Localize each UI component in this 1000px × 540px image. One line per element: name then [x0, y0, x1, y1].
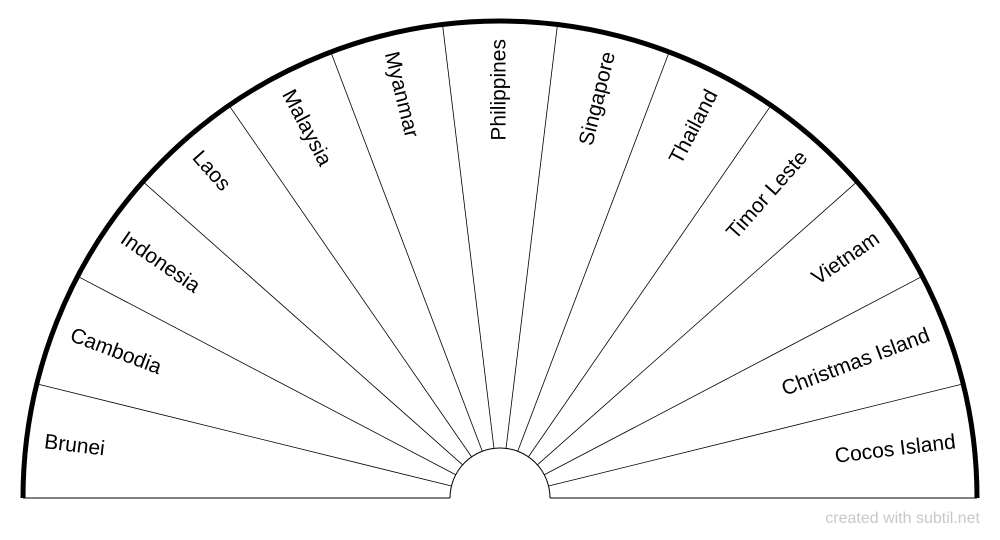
- sector-dividers: [36, 24, 964, 487]
- sector-divider: [528, 105, 772, 458]
- sector-label: Vietnam: [808, 227, 884, 289]
- inner-arc: [449, 447, 551, 499]
- sector-label: Cambodia: [67, 324, 165, 380]
- sector-divider: [505, 24, 558, 449]
- sector-label: Cocos Island: [834, 430, 957, 467]
- sector-label: Brunei: [43, 430, 106, 460]
- sector-label: Thailand: [665, 86, 723, 168]
- sector-divider: [442, 24, 495, 449]
- sector-divider: [548, 383, 964, 487]
- sector-label: Indonesia: [116, 227, 204, 298]
- sector-label: Myanmar: [380, 49, 423, 139]
- credit-text: created with subtil.net: [825, 510, 980, 527]
- sector-label: Christmas Island: [779, 324, 933, 401]
- sector-label: Philippines: [488, 39, 511, 141]
- sector-divider: [330, 51, 483, 452]
- sector-label: Malaysia: [277, 86, 336, 170]
- sector-divider: [36, 383, 452, 487]
- outer-arc: [20, 18, 980, 499]
- sector-divider: [537, 181, 858, 466]
- sector-divider: [142, 181, 463, 466]
- sector-divider: [544, 275, 923, 476]
- sector-divider: [228, 105, 472, 458]
- sector-label: Laos: [188, 146, 235, 195]
- sector-divider: [517, 51, 670, 452]
- sector-label: Singapore: [575, 49, 620, 147]
- sector-label: Timor Leste: [722, 146, 812, 244]
- sector-divider: [77, 275, 456, 476]
- sector-labels: Brunei Cambodia Indonesia Laos Malaysia Myanm…: [43, 39, 957, 468]
